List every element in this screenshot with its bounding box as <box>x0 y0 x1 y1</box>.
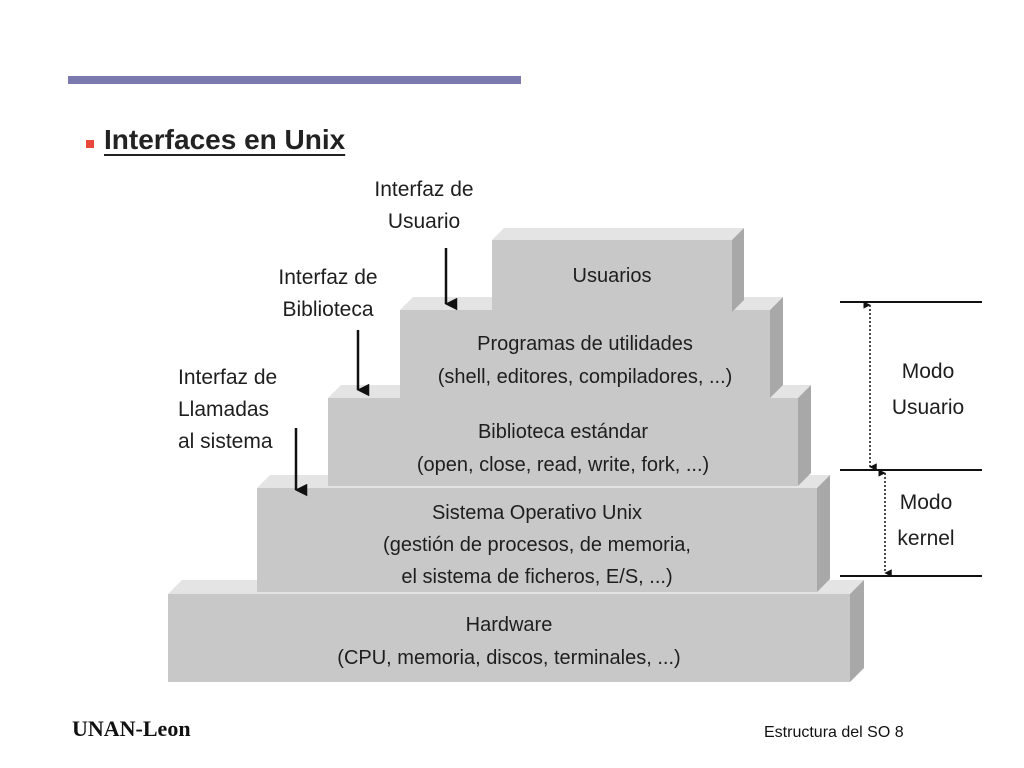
layer-biblioteca-label-line-1: Biblioteca estándar <box>478 421 648 443</box>
interface-llamadas-label-line-3: al sistema <box>178 430 273 453</box>
layer-usuarios-label-line-1: Usuarios <box>573 265 652 287</box>
layer-programas-label-line-2: (shell, editores, compiladores, ...) <box>438 366 733 388</box>
interface-biblioteca: Interfaz de Biblioteca <box>278 266 378 397</box>
layer-programas-side <box>770 297 783 398</box>
layers-group: Hardware (CPU, memoria, discos, terminale… <box>168 228 864 682</box>
layer-usuarios-side <box>732 228 744 312</box>
layer-usuarios-face <box>492 240 732 312</box>
interface-usuario-label-line-2: Usuario <box>388 210 460 233</box>
interface-usuario: Interfaz de Usuario <box>374 178 474 311</box>
layer-hardware-side <box>850 580 864 682</box>
layer-hardware-face <box>168 594 850 682</box>
mode-kernel-label-line-2: kernel <box>897 527 954 550</box>
footer-slide-info: Estructura del SO 8 <box>764 724 904 741</box>
mode-kernel: Modo kernel <box>878 469 955 577</box>
slide-title: Interfaces en Unix <box>104 124 346 155</box>
layer-programas: Programas de utilidades (shell, editores,… <box>400 297 783 398</box>
layer-sistema-operativo-side <box>817 475 830 592</box>
mode-usuario-label-line-1: Modo <box>902 360 955 383</box>
layer-usuarios: Usuarios <box>492 228 744 312</box>
interface-biblioteca-label-line-1: Interfaz de <box>278 266 377 289</box>
layer-hardware-label-line-1: Hardware <box>466 614 553 636</box>
layer-biblioteca-label-line-2: (open, close, read, write, fork, ...) <box>417 454 709 476</box>
interface-llamadas-label-line-1: Interfaz de <box>178 366 277 389</box>
footer-institution: UNAN-Leon <box>72 716 191 741</box>
layer-sistema-operativo-label-line-1: Sistema Operativo Unix <box>432 502 642 524</box>
layer-programas-label-line-1: Programas de utilidades <box>477 333 693 355</box>
layer-biblioteca: Biblioteca estándar (open, close, read, w… <box>328 385 811 486</box>
layer-sistema-operativo: Sistema Operativo Unix (gestión de proces… <box>257 475 830 592</box>
layer-hardware: Hardware (CPU, memoria, discos, terminale… <box>168 580 864 682</box>
mode-usuario-label-line-2: Usuario <box>892 396 964 419</box>
interface-biblioteca-label-line-2: Biblioteca <box>282 298 373 321</box>
layer-sistema-operativo-label-line-3: el sistema de ficheros, E/S, ...) <box>401 566 672 588</box>
layer-usuarios-top <box>492 228 744 240</box>
interface-llamadas-label-line-2: Llamadas <box>178 398 269 421</box>
title-rule <box>68 76 521 84</box>
layer-sistema-operativo-face <box>257 488 817 592</box>
interface-llamadas: Interfaz de Llamadas al sistema <box>178 366 308 497</box>
bullet-square <box>86 140 94 148</box>
layer-hardware-label-line-2: (CPU, memoria, discos, terminales, ...) <box>337 647 680 669</box>
layer-sistema-operativo-label-line-2: (gestión de procesos, de memoria, <box>383 534 691 556</box>
interface-usuario-label-line-1: Interfaz de <box>374 178 473 201</box>
layer-biblioteca-side <box>798 385 811 486</box>
mode-kernel-label-line-1: Modo <box>900 491 953 514</box>
layer-biblioteca-face <box>328 398 798 486</box>
layer-programas-face <box>400 310 770 398</box>
